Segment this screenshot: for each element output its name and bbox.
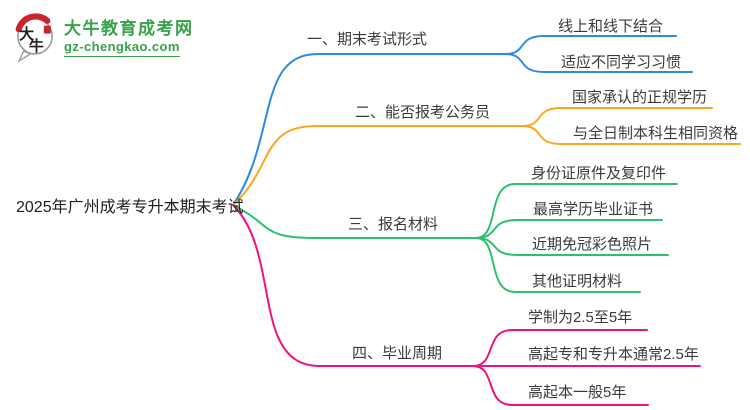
- branch1-child1: 线上和线下结合: [558, 18, 663, 35]
- branch4-leaf3-line: [472, 365, 649, 406]
- branch2-child2: 与全日制本科生相同资格: [573, 124, 738, 142]
- branch1-leaf1-line: [504, 35, 677, 55]
- branch-civil-servant: 二、能否报考公务员 国家承认的正规学历 与全日制本科生相同资格: [232, 89, 741, 206]
- logo-bull-icon: 大 牛: [15, 13, 53, 63]
- branch4-child3: 高起本一般5年: [528, 384, 626, 401]
- logo-domain: gz-chengkao.com: [64, 39, 180, 57]
- branch4-child2: 高起专和专升本通常2.5年: [528, 346, 699, 363]
- logo-seal: [43, 25, 51, 34]
- branch3-child4: 其他证明材料: [532, 273, 622, 290]
- branch3-leaf3-line: [475, 237, 669, 256]
- branch3-child1: 身份证原件及复印件: [531, 164, 666, 182]
- branch4-main-line: [232, 204, 474, 367]
- branch3-child2: 最高学历毕业证书: [533, 201, 653, 218]
- logo-text-block: 大牛教育成考网 gz-chengkao.com: [64, 19, 194, 57]
- logo-title: 大牛教育成考网: [64, 19, 194, 38]
- branch1-leaf2-line: [504, 53, 693, 73]
- logo-char-top: 大: [19, 25, 34, 43]
- branch4-label: 四、毕业周期: [352, 345, 442, 362]
- branch2-leaf1-line: [521, 107, 713, 127]
- logo-char-bottom: 牛: [29, 37, 44, 55]
- branch2-leaf2-line: [521, 125, 741, 145]
- branch-graduation-cycle: 四、毕业周期 学制为2.5至5年 高起专和专升本通常2.5年 高起本一般5年: [232, 204, 701, 406]
- branch3-leaf2-line: [475, 219, 663, 239]
- branch2-child1: 国家承认的正规学历: [572, 89, 707, 106]
- branch2-main-line: [232, 125, 523, 206]
- root-topic: 2025年广州成考专升本期末考试: [16, 198, 244, 216]
- branch4-leaf1-line: [472, 329, 648, 367]
- branch3-leaf1-line: [475, 183, 678, 239]
- branch1-label: 一、期末考试形式: [307, 31, 427, 48]
- branch1-main-line: [232, 53, 506, 206]
- branch-application-materials: 三、报名材料 身份证原件及复印件 最高学历毕业证书 近期免冠彩色照片 其他证明材…: [232, 164, 678, 293]
- branch1-child2: 适应不同学习习惯: [561, 53, 681, 71]
- logo-red-crescent: [15, 13, 51, 33]
- branch3-label: 三、报名材料: [348, 216, 438, 233]
- site-logo[interactable]: 大 牛 大牛教育成考网 gz-chengkao.com: [13, 13, 194, 63]
- branch3-main-line: [232, 204, 477, 239]
- branch-exam-format: 一、期末考试形式 线上和线下结合 适应不同学习习惯: [232, 18, 693, 206]
- branch3-child3: 近期免冠彩色照片: [532, 236, 652, 253]
- logo-bubble-tail: [17, 50, 33, 63]
- branch2-label: 二、能否报考公务员: [355, 104, 490, 121]
- branch3-leaf4-line: [475, 237, 641, 293]
- branch4-child1: 学制为2.5至5年: [528, 309, 632, 326]
